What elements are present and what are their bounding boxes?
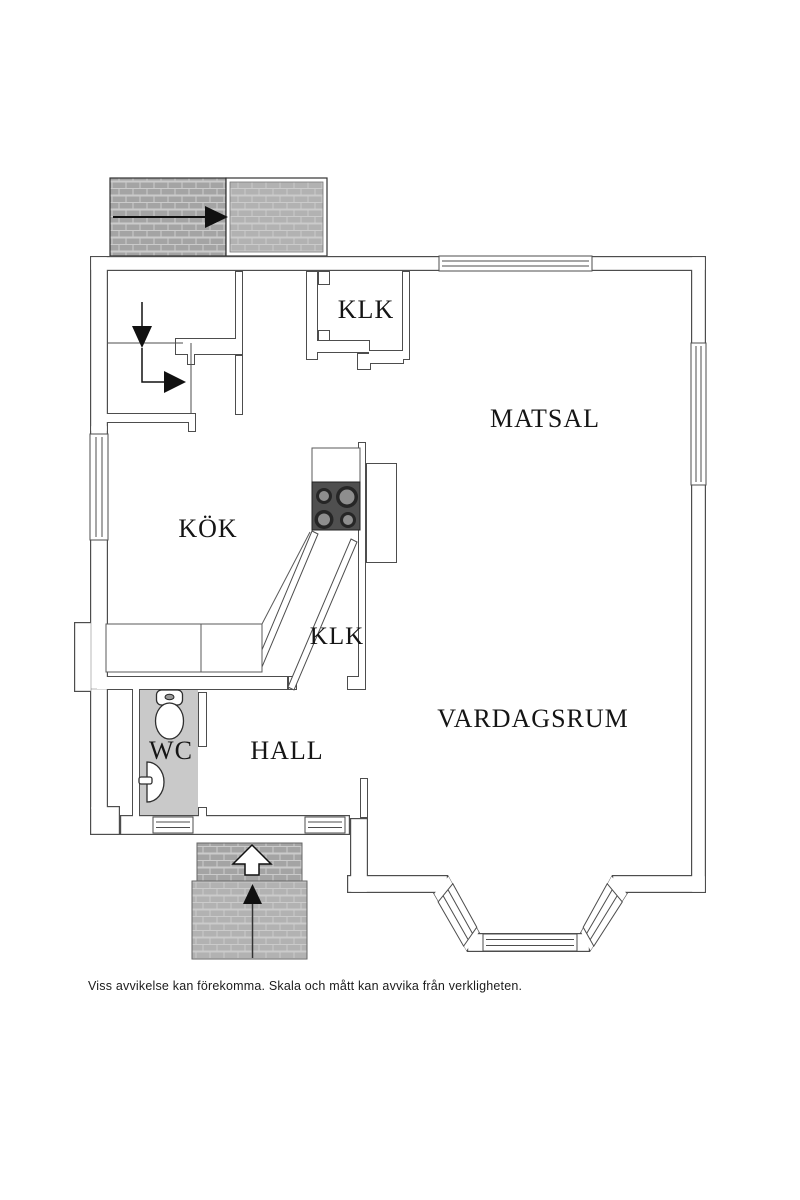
disclaimer-text: Viss avvikelse kan förekomma. Skala och … <box>88 979 522 993</box>
windows <box>89 255 707 952</box>
entrance-up-arrow-white-icon <box>231 843 273 876</box>
window-bay-bottom <box>482 933 578 952</box>
walls-fill <box>75 257 705 951</box>
room-label-hall: HALL <box>250 736 323 765</box>
entrance-steps <box>191 842 308 960</box>
stair-down-arrow-icon <box>132 302 152 348</box>
room-label-klk-upper: KLK <box>338 295 394 324</box>
staircase <box>108 302 192 413</box>
window-right-matsal <box>690 342 707 486</box>
window-top-matsal <box>438 255 593 272</box>
stair-right-arrow-icon <box>141 348 186 393</box>
room-labels: KLK MATSAL KÖK KLK VARDAGSRUM WC HALL <box>149 295 629 765</box>
stove-icon <box>311 481 361 531</box>
window-hall-left <box>152 816 194 834</box>
room-label-matsal: MATSAL <box>490 404 600 433</box>
wc-room <box>138 689 198 815</box>
window-left-kitchen <box>89 433 109 541</box>
toilet-icon <box>154 689 185 740</box>
patio-terrace <box>109 177 328 257</box>
room-label-klk-lower: KLK <box>310 623 364 650</box>
sink-icon <box>138 761 165 803</box>
window-bay-right <box>582 882 623 948</box>
diagonal-closet-walls <box>255 530 358 691</box>
room-label-vardagsrum: VARDAGSRUM <box>437 704 629 733</box>
kitchen-counter <box>105 447 361 673</box>
window-hall-right <box>304 816 346 834</box>
entrance-up-arrow-black-icon <box>243 884 262 958</box>
room-label-kok: KÖK <box>178 514 237 543</box>
patio-direction-arrow-icon <box>113 206 228 228</box>
window-bay-left <box>437 882 478 948</box>
room-label-wc: WC <box>149 736 193 765</box>
